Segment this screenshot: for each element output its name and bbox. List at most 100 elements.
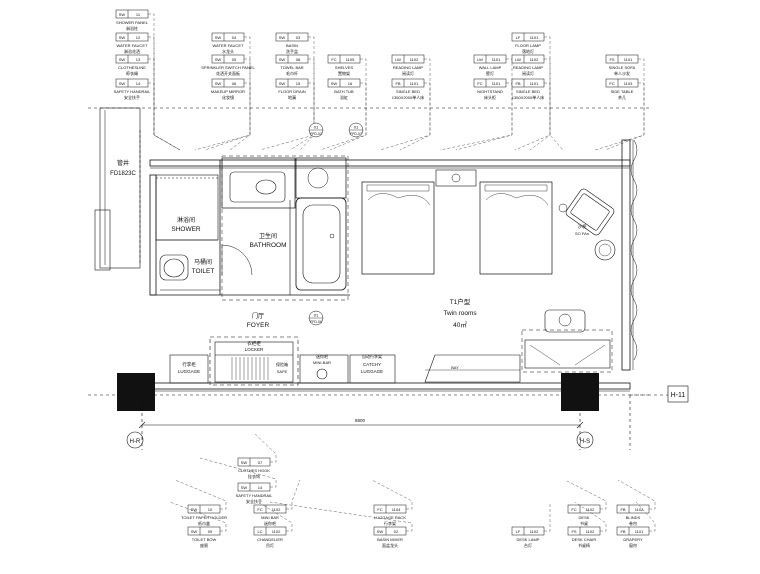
tag-box — [373, 504, 407, 514]
marker-number: 01 — [314, 125, 319, 130]
tag-code: SW — [191, 529, 198, 534]
tag-box — [115, 32, 149, 42]
tag-box — [511, 32, 545, 42]
tag-code: SW — [241, 460, 248, 465]
tag-name-en: TOILET BOW — [192, 537, 217, 542]
shower-label-cn: 淋浴间 — [177, 216, 195, 224]
tag-name-en: MINI BAR — [261, 515, 279, 520]
tag-box — [211, 78, 245, 88]
tag-number: 1101 — [530, 81, 539, 86]
tag-number: 12 — [136, 35, 141, 40]
tag-code: SW — [279, 57, 286, 62]
tag-box — [473, 78, 507, 88]
tag-name-cn: 1350X2000单人床 — [392, 94, 424, 100]
leader-line — [269, 501, 413, 532]
leader-line — [617, 479, 656, 510]
tag-name-cn: 书桌椅 — [578, 542, 590, 548]
tag-code: SW — [119, 35, 126, 40]
marker-number: 01 — [314, 313, 319, 318]
tag-name-cn: 书桌 — [580, 520, 588, 526]
leader-line — [299, 82, 315, 151]
bathroom-label-en: BATHROOM — [249, 242, 286, 249]
tag-name-en: SINGLE BED — [516, 89, 540, 94]
tag-code: SW — [377, 529, 384, 534]
tag-name-cn: 化妆镜 — [222, 94, 234, 100]
tag-code: LW — [515, 57, 521, 62]
leader-line — [594, 58, 645, 151]
minibar-label-en: MINI-BAR — [313, 360, 331, 365]
safe-label-en: SAFE — [277, 369, 288, 374]
catchy-label-en2: LUGGAGE — [361, 369, 383, 374]
tag-code: FB — [515, 81, 520, 86]
architecture — [88, 107, 668, 450]
tag-name-en: CLOTHES HOOK — [238, 468, 270, 473]
tag-number: 1101 — [492, 57, 501, 62]
tag-number: 05 — [232, 57, 237, 62]
tag-name-en: TOILET PAPER HOLDER — [181, 515, 227, 520]
leader-line — [148, 82, 181, 151]
shaft-label-cn: 管井 — [117, 159, 129, 167]
tag-name-en: READING LAMP — [393, 65, 424, 70]
tag-name-en: WATER FAUCET — [117, 43, 148, 48]
room-type-en: Twin rooms — [443, 310, 477, 317]
tag-box — [616, 526, 650, 536]
grid-hs-label: H-S — [580, 439, 590, 445]
leader-line — [439, 58, 513, 151]
tag-number: 1102 — [530, 57, 539, 62]
leader-line — [529, 58, 551, 151]
tag-name-cn: 晾衣绳 — [126, 70, 138, 76]
tag-number: 09 — [208, 529, 213, 534]
tag-box — [275, 78, 309, 88]
tag-name-en: CLOTHESLINE — [118, 65, 146, 70]
tag-box — [211, 32, 245, 42]
marker-ref: FFD-07 — [350, 132, 362, 136]
tag-number: 1102 — [272, 507, 281, 512]
tag-name-en: FLOOR LAMP — [515, 43, 541, 48]
tag-name-cn: 单人沙发 — [614, 70, 630, 76]
tag-box — [115, 78, 149, 88]
tag-number: 10 — [208, 507, 213, 512]
tag-code: SW — [119, 12, 126, 17]
tag-number: 04 — [232, 35, 237, 40]
tag-box — [391, 54, 425, 64]
tag-name-cn: 毛巾杆 — [286, 70, 298, 76]
tag-box — [253, 526, 287, 536]
tag-name-en: SHOWER PANEL — [116, 20, 149, 25]
tag-box — [253, 504, 287, 514]
tag-number: 1101 — [624, 57, 633, 62]
leader-line — [229, 82, 251, 151]
tag-name-en: NIGHTSTAND — [477, 89, 503, 94]
leader-line — [604, 82, 645, 151]
tag-code: LW — [395, 57, 401, 62]
tag-name-cn: 行李架 — [384, 520, 396, 526]
leader-line — [514, 82, 551, 151]
tag-number: 13 — [136, 57, 141, 62]
catchy-label-en1: CATCHY — [363, 362, 381, 367]
tag-code: FB — [395, 81, 400, 86]
toilet-label-cn: 马桶间 — [194, 258, 212, 266]
luggage-label-en: LUGGAGE — [178, 369, 200, 374]
tag-number: 1105 — [346, 57, 355, 62]
tag-name-cn: 安全扶手 — [124, 94, 140, 100]
tag-box — [511, 526, 545, 536]
tag-name-en: TOWEL BAR — [280, 65, 303, 70]
tag-name-cn: 置物架 — [338, 70, 350, 76]
tag-number: 11 — [136, 12, 141, 17]
tag-number: 1102 — [635, 507, 644, 512]
leader-line — [455, 82, 513, 151]
tag-name-cn: 迷你吧 — [264, 520, 276, 526]
leader-line — [199, 457, 277, 488]
tag-box — [391, 78, 425, 88]
